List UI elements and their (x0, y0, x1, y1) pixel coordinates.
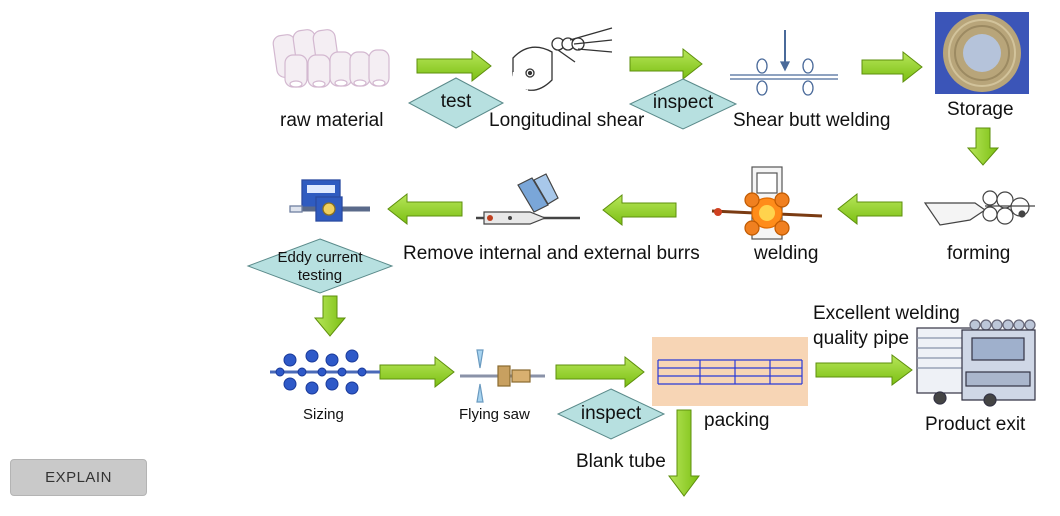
raw-material-coils-icon (272, 29, 390, 88)
eddy-current-tester-icon (289, 179, 370, 222)
step-label-storage: Storage (947, 99, 1014, 120)
step-label-sizing: Sizing (303, 406, 344, 423)
arrow-right-3 (861, 50, 923, 84)
welding-icon (711, 166, 823, 240)
delivery-truck-icon (916, 319, 1036, 407)
step-label-longitudinal-shear: Longitudinal shear (489, 110, 645, 131)
arrow-right-saw (555, 355, 645, 389)
arrow-left-welding (602, 193, 677, 227)
arrow-right-2 (629, 47, 703, 81)
step-label-flying-saw: Flying saw (459, 406, 530, 423)
note-excellent-welding: Excellent welding (813, 303, 960, 324)
eddy-diamond (246, 238, 394, 294)
arrow-right-1 (416, 49, 492, 83)
check-label-inspect-1: inspect (652, 92, 714, 113)
inspection-diamonds (246, 77, 738, 440)
storage-coil-icon (935, 12, 1029, 94)
arrow-left-forming (837, 192, 903, 226)
forming-icon (923, 190, 1035, 226)
flying-saw-icon (460, 349, 545, 403)
step-label-packing: packing (704, 410, 770, 431)
arrow-right-packing (815, 354, 913, 386)
deburring-icon (476, 173, 580, 225)
note-blank-tube: Blank tube (576, 451, 666, 472)
inspect-diamond-2 (556, 388, 666, 440)
check-label-inspect-2: inspect (580, 403, 642, 424)
step-label-product-exit: Product exit (925, 414, 1026, 435)
step-label-forming: forming (947, 243, 1011, 264)
inspect-diamond-1 (628, 78, 738, 130)
arrow-down-eddy (313, 295, 347, 337)
check-label-eddy-2: testing (297, 267, 343, 284)
explain-button[interactable]: EXPLAIN (10, 459, 147, 496)
arrow-left-burrs (387, 192, 463, 226)
step-label-welding: welding (754, 243, 819, 264)
flow-arrows (313, 47, 1000, 497)
step-label-raw-material: raw material (280, 110, 384, 131)
check-label-eddy-1: Eddy current (277, 249, 363, 266)
sizing-rollers-icon (270, 349, 380, 395)
packing-bundle-icon (652, 337, 808, 406)
step-label-shear-butt-welding: Shear butt welding (733, 110, 891, 131)
longitudinal-shear-icon (512, 27, 613, 91)
shear-butt-welding-icon (730, 30, 838, 96)
check-label-test: test (440, 91, 472, 112)
arrow-down-storage (966, 127, 1000, 166)
arrow-right-sizing (379, 355, 455, 389)
step-label-remove-burrs: Remove internal and external burrs (403, 243, 700, 264)
arrow-down-blank (668, 409, 700, 497)
test-diamond (407, 77, 505, 129)
note-quality-pipe: quality pipe (813, 328, 910, 349)
